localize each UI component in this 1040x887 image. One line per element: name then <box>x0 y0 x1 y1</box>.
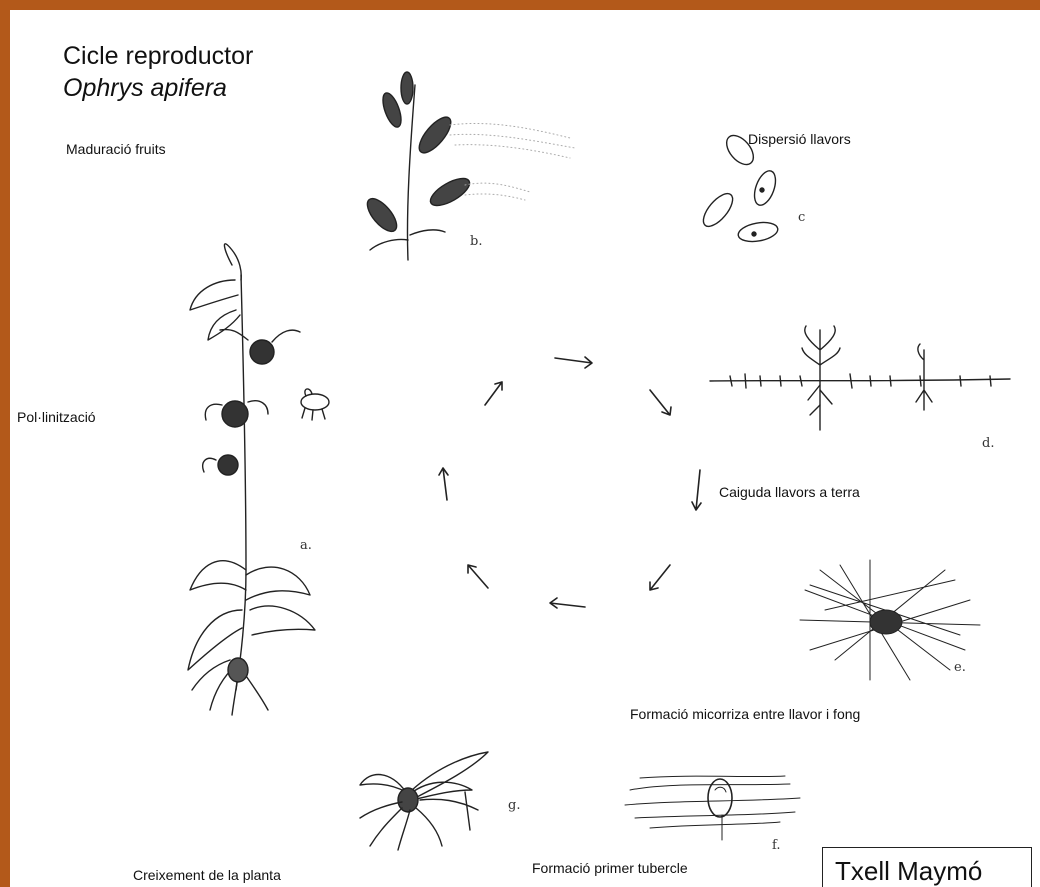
artist-signature: Txell Maymó <box>822 847 1032 887</box>
diagram-title: Cicle reproductor <box>63 42 253 71</box>
tuber-icon <box>625 776 800 840</box>
stage-e-label: Formació micorriza entre llavor i fong <box>630 706 860 722</box>
seed-capsules-icon <box>362 72 575 260</box>
stage-e-tag: e. <box>954 660 966 675</box>
seeds-icon <box>698 131 779 245</box>
diagram-canvas: Cicle reproductor Ophrys apifera Pol·lin… <box>10 10 1040 887</box>
stage-a-label: Pol·linització <box>17 409 96 425</box>
stage-f-tag: f. <box>772 838 780 853</box>
stage-c-label: Dispersió llavors <box>748 131 851 147</box>
stage-g-label: Creixement de la planta <box>133 867 281 883</box>
stage-d-tag: d. <box>982 436 994 451</box>
stage-c-tag: c <box>798 210 805 225</box>
species-name: Ophrys apifera <box>63 74 227 103</box>
soil-seedling-icon <box>710 326 1010 430</box>
bee-icon <box>301 389 329 420</box>
stage-d-label: Caiguda llavors a terra <box>719 484 860 500</box>
cycle-arrows <box>439 357 701 608</box>
young-plant-icon <box>360 752 488 850</box>
stage-a-tag: a. <box>300 538 312 553</box>
stage-b-label: Maduració fruits <box>66 141 166 157</box>
stage-g-tag: g. <box>508 798 520 813</box>
stage-f-label: Formació primer tubercle <box>532 860 688 876</box>
orchid-plant-icon <box>188 244 315 715</box>
mycorrhiza-icon <box>800 560 980 680</box>
stage-b-tag: b. <box>470 234 482 249</box>
